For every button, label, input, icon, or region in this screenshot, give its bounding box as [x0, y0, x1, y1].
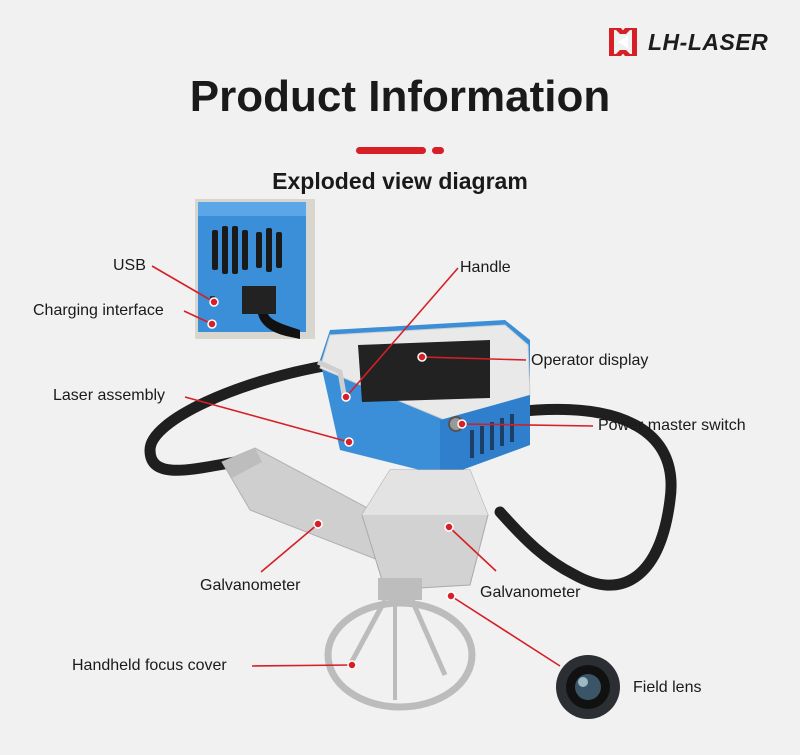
brand-logo: LH-LASER [606, 24, 768, 60]
label-handheld-focus-cover: Handheld focus cover [72, 657, 227, 674]
page-title: Product Information [189, 72, 611, 121]
lh-logo-icon [609, 28, 637, 56]
callout-dots [207, 297, 467, 670]
label-operator-display: Operator display [531, 352, 649, 369]
title-underline [356, 147, 426, 154]
field-lens-photo [556, 655, 620, 719]
label-handle: Handle [460, 259, 511, 276]
callout-lines [151, 265, 594, 667]
fiber-cables [144, 359, 677, 591]
galvanometer-head [361, 469, 489, 600]
label-galvanometer-right: Galvanometer [480, 584, 581, 601]
inset-back-panel-photo [195, 199, 315, 339]
label-galvanometer-left: Galvanometer [200, 577, 301, 594]
handheld-focus-cover [324, 598, 476, 711]
label-usb: USB [113, 257, 146, 274]
brand-name: LH-LASER [648, 28, 769, 55]
label-field-lens: Field lens [633, 679, 702, 696]
page-subtitle: Exploded view diagram [272, 168, 528, 194]
label-laser-assembly: Laser assembly [53, 387, 166, 404]
label-charging-interface: Charging interface [33, 302, 164, 319]
label-power-master-switch: Power master switch [598, 417, 746, 434]
galvanometer-arm [221, 447, 391, 561]
title-underline-dot [432, 147, 444, 154]
